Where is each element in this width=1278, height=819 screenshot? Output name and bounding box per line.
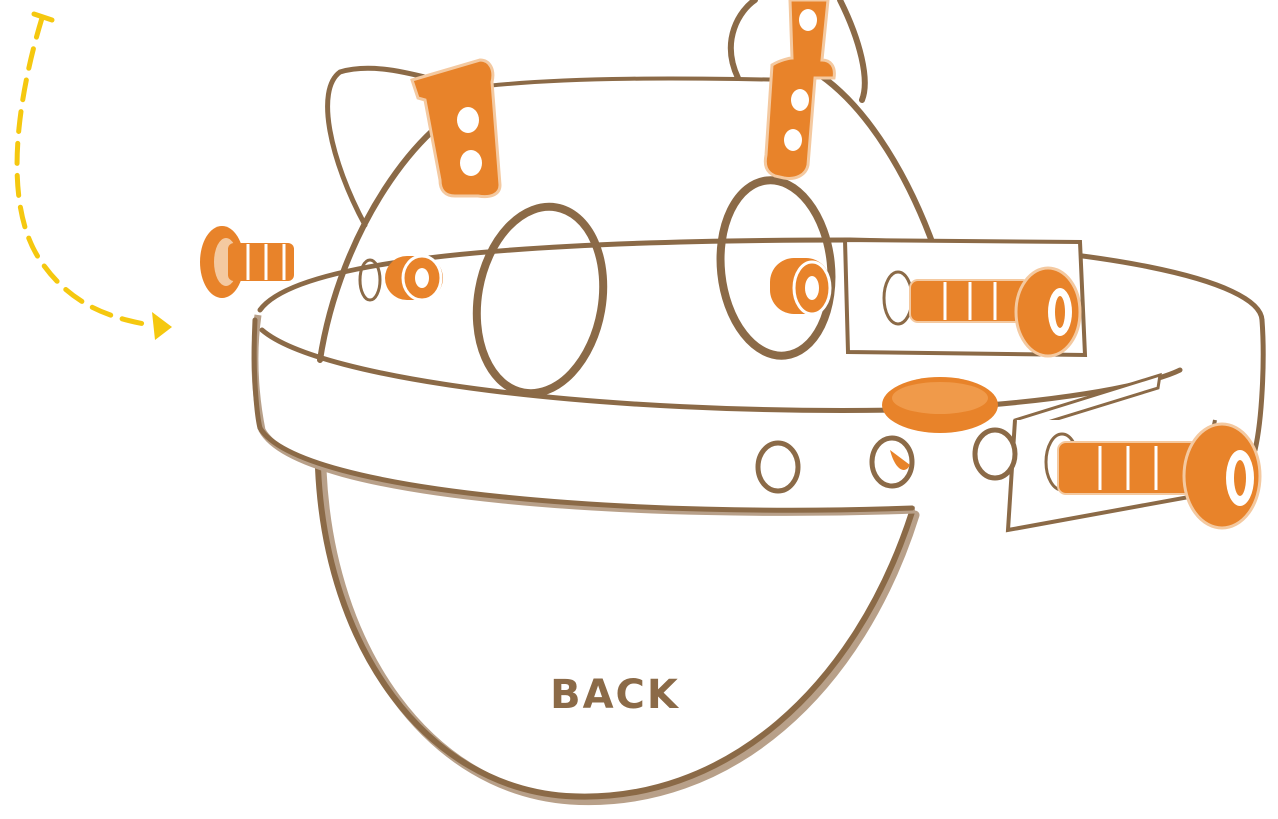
- top-clip-right: [763, 0, 836, 180]
- hole-connector-icon: [770, 258, 832, 316]
- screw-icon: [200, 226, 294, 298]
- screw-icon: [1044, 422, 1262, 530]
- hole-connector-icon: [358, 254, 443, 302]
- left-eye-hole: [472, 202, 608, 398]
- back-label: BACK: [550, 672, 680, 718]
- strap-hole: [755, 440, 801, 494]
- dashed-curved-arrow-icon: [14, 11, 172, 340]
- screw-icon: [882, 266, 1082, 358]
- rear-knob: [882, 377, 998, 470]
- strap-hole: [869, 435, 915, 489]
- top-clip-left: [410, 58, 502, 199]
- strap-hole: [972, 427, 1018, 481]
- helmet-dome: [315, 72, 938, 806]
- strap-holes: [755, 427, 1018, 494]
